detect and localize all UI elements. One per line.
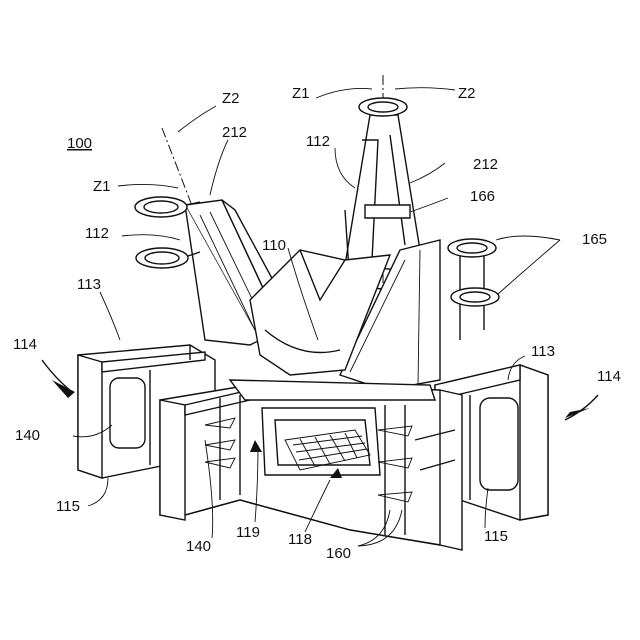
label-112-left: 112 <box>85 225 109 242</box>
label-113-right: 113 <box>531 343 555 360</box>
label-165: 165 <box>582 231 607 248</box>
label-113-left: 113 <box>77 276 101 293</box>
label-112-top: 112 <box>306 133 330 150</box>
label-212-left: 212 <box>222 124 247 141</box>
right-lower-ring <box>451 288 499 306</box>
label-z2-left: Z2 <box>222 90 240 107</box>
left-lower-ring <box>136 248 200 268</box>
label-z2-top: Z2 <box>458 85 476 102</box>
label-166: 166 <box>470 188 495 205</box>
label-115-left: 115 <box>56 498 80 515</box>
label-114-right: 114 <box>597 368 621 385</box>
label-140-left: 140 <box>15 427 40 444</box>
label-119: 119 <box>236 524 260 541</box>
front-frame <box>160 380 462 550</box>
label-ref-100: 100 <box>67 135 92 152</box>
label-118: 118 <box>288 531 312 548</box>
arrow-114-right <box>565 395 598 420</box>
label-z1-top: Z1 <box>292 85 310 102</box>
label-z1-left: Z1 <box>93 178 111 195</box>
arrow-114-left <box>42 360 72 392</box>
label-115-right: 115 <box>484 528 508 545</box>
label-212-right: 212 <box>473 156 498 173</box>
label-110: 110 <box>262 237 286 254</box>
label-114-left: 114 <box>13 336 37 353</box>
label-140-bottom: 140 <box>186 538 211 555</box>
label-160: 160 <box>326 545 351 562</box>
